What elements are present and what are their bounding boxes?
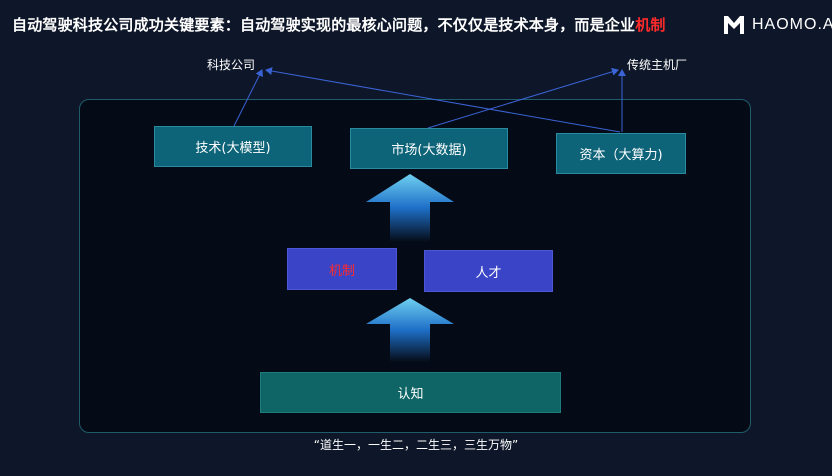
box-talent: 人才 bbox=[424, 250, 553, 292]
connector-market-to-oem bbox=[427, 67, 619, 129]
connector-tech-to-techco bbox=[233, 69, 263, 127]
up-arrow-lower-icon bbox=[366, 298, 454, 362]
title-accent: 机制 bbox=[635, 16, 666, 34]
page-title: 自动驾驶科技公司成功关键要素：自动驾驶实现的最核心问题，不仅仅是技术本身，而是企… bbox=[12, 14, 666, 35]
mechanism-label: 机制 bbox=[328, 263, 355, 279]
haomo-logo-icon bbox=[724, 16, 744, 34]
box-cognition: 认知 bbox=[260, 372, 561, 413]
label-traditional-oem: 传统主机厂 bbox=[627, 58, 688, 72]
box-market: 市场(大数据) bbox=[350, 128, 508, 169]
title-main: 自动驾驶科技公司成功关键要素：自动驾驶实现的最核心问题，不仅仅是技术本身，而是企… bbox=[12, 16, 636, 34]
box-mechanism: 机制 bbox=[287, 248, 397, 290]
logo-text: HAOMO.AI bbox=[752, 16, 832, 33]
connector-capital-to-techco bbox=[265, 67, 621, 133]
haomo-logo: HAOMO.AI bbox=[722, 12, 832, 38]
box-capital: 资本（大算力) bbox=[556, 133, 686, 174]
label-tech-company: 科技公司 bbox=[207, 58, 256, 72]
up-arrow-upper-icon bbox=[366, 174, 454, 242]
footer-quote: “道生一，一生二，二生三，三生万物” bbox=[313, 438, 519, 452]
box-technology: 技术(大模型) bbox=[154, 126, 312, 167]
